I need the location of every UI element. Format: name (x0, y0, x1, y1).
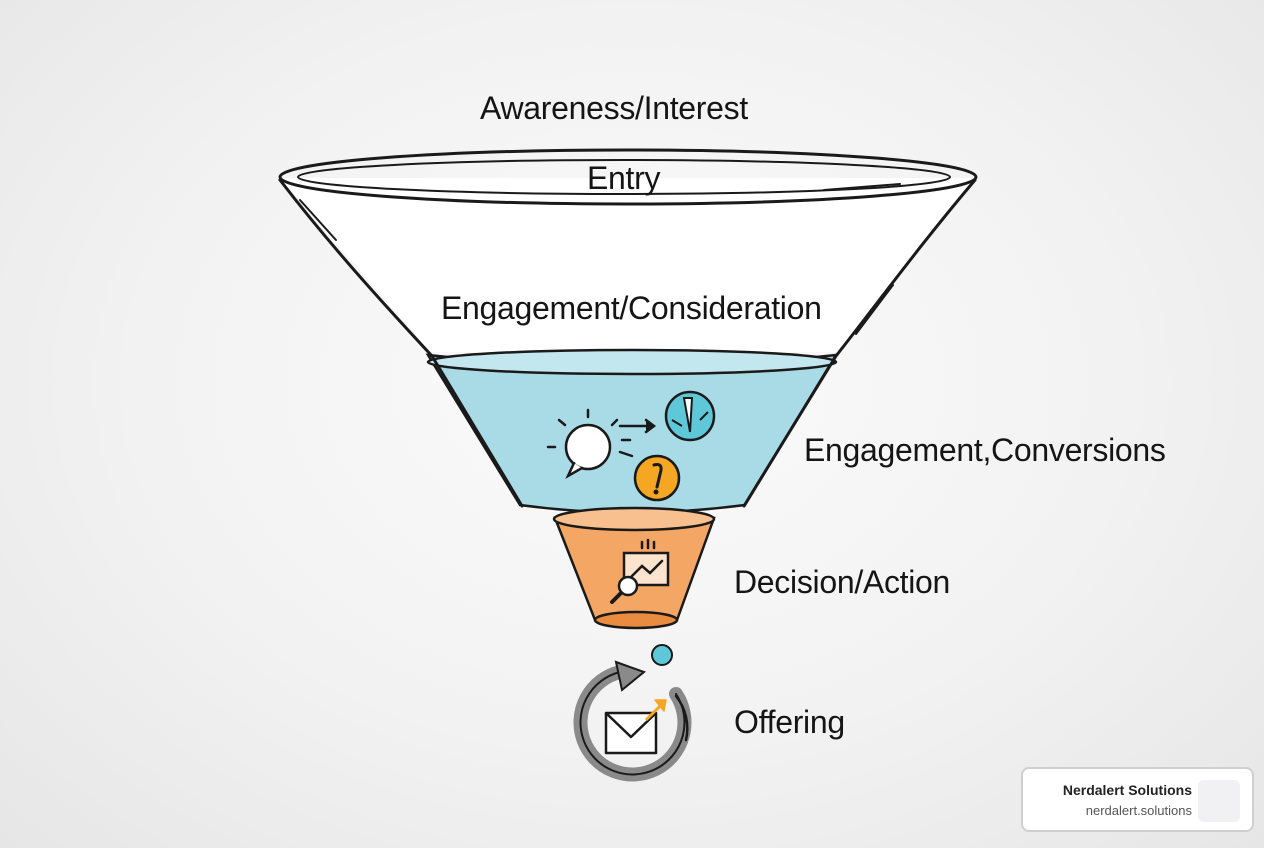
arrow-right-icon (618, 418, 657, 458)
funnel-left-sketch (299, 199, 337, 241)
stage-label-decision: Decision/Action (734, 564, 951, 600)
idea-bubble-icon (546, 408, 619, 480)
funnel-liquid-section (425, 353, 839, 514)
rim-sketch-mark (823, 183, 901, 191)
brand-card[interactable]: Nerdalert Solutions nerdalert.solutions (1021, 767, 1254, 832)
stage-label-consideration: Engagement/Consideration (441, 290, 822, 326)
chart-magnifier-icon (610, 538, 670, 604)
teal-dot (651, 644, 673, 666)
envelope-icon (604, 699, 667, 755)
refresh-cycle-icon (573, 660, 692, 782)
brand-url: nerdalert.solutions (1085, 803, 1192, 818)
funnel-right-sketch (855, 284, 894, 335)
funnel-right-wall (742, 178, 977, 508)
stage-label-offering: Offering (734, 704, 845, 740)
stage-label-entry: Entry (587, 160, 661, 196)
neck-top-rim (552, 506, 716, 532)
stage-label-awareness: Awareness/Interest (480, 90, 748, 126)
liquid-surface (426, 348, 838, 376)
globe-pen-icon (664, 390, 716, 442)
funnel-left-wall (278, 178, 524, 508)
funnel-rim-outer (278, 148, 978, 206)
brand-name: Nerdalert Solutions (1062, 782, 1192, 798)
stage-label-conversions: Engagement,Conversions (804, 432, 1166, 468)
brand-logo-icon (1198, 780, 1240, 822)
funnel-outline (280, 178, 975, 352)
neck-bottom-rim (593, 610, 679, 630)
funnel-rim-inner (297, 159, 951, 195)
alert-bubble-icon (633, 454, 681, 502)
